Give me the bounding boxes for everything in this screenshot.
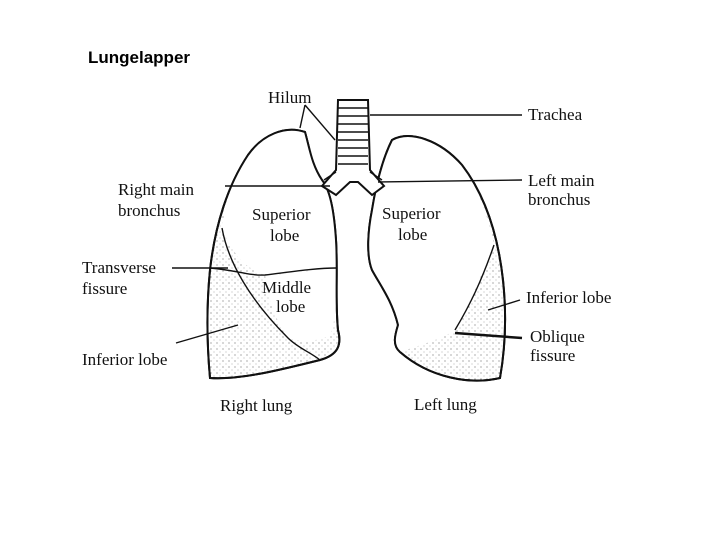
left-lung — [367, 135, 507, 382]
leader-lines — [172, 104, 523, 344]
right-transverse-fissure — [209, 267, 337, 276]
right-middle-lobe-region — [265, 268, 337, 341]
right-superior-lobe-region — [222, 129, 336, 275]
right-lung — [206, 128, 341, 380]
page-title: Lungelapper — [88, 48, 191, 67]
label-right-main-bronchus-line1: Right main — [118, 180, 195, 199]
right-oblique-fissure — [221, 227, 321, 361]
label-left-superior-lobe-line2: lobe — [398, 225, 427, 244]
label-oblique-fissure-line2: fissure — [530, 346, 575, 365]
trachea — [320, 99, 386, 197]
label-hilum: Hilum — [268, 88, 311, 107]
label-left-lung: Left lung — [414, 395, 477, 414]
label-right-main-bronchus-line2: bronchus — [118, 201, 180, 220]
label-oblique-fissure-line1: Oblique — [530, 327, 585, 346]
label-transverse-fissure-line2: fissure — [82, 279, 127, 298]
label-right-superior-lobe-line1: Superior — [252, 205, 311, 224]
label-middle-lobe-line1: Middle — [262, 278, 311, 297]
label-left-main-bronchus-line2: bronchus — [528, 190, 590, 209]
label-left-superior-lobe-line1: Superior — [382, 204, 441, 223]
label-left-main-bronchus-line1: Left main — [528, 171, 595, 190]
label-trachea: Trachea — [528, 105, 583, 124]
left-superior-lobe-region — [368, 136, 494, 352]
label-middle-lobe-line2: lobe — [276, 297, 305, 316]
label-left-inferior-lobe: Inferior lobe — [526, 288, 611, 307]
label-right-lung: Right lung — [220, 396, 293, 415]
label-right-inferior-lobe: Inferior lobe — [82, 350, 167, 369]
label-transverse-fissure-line1: Transverse — [82, 258, 156, 277]
left-oblique-fissure — [454, 244, 495, 331]
label-right-superior-lobe-line2: lobe — [270, 226, 299, 245]
